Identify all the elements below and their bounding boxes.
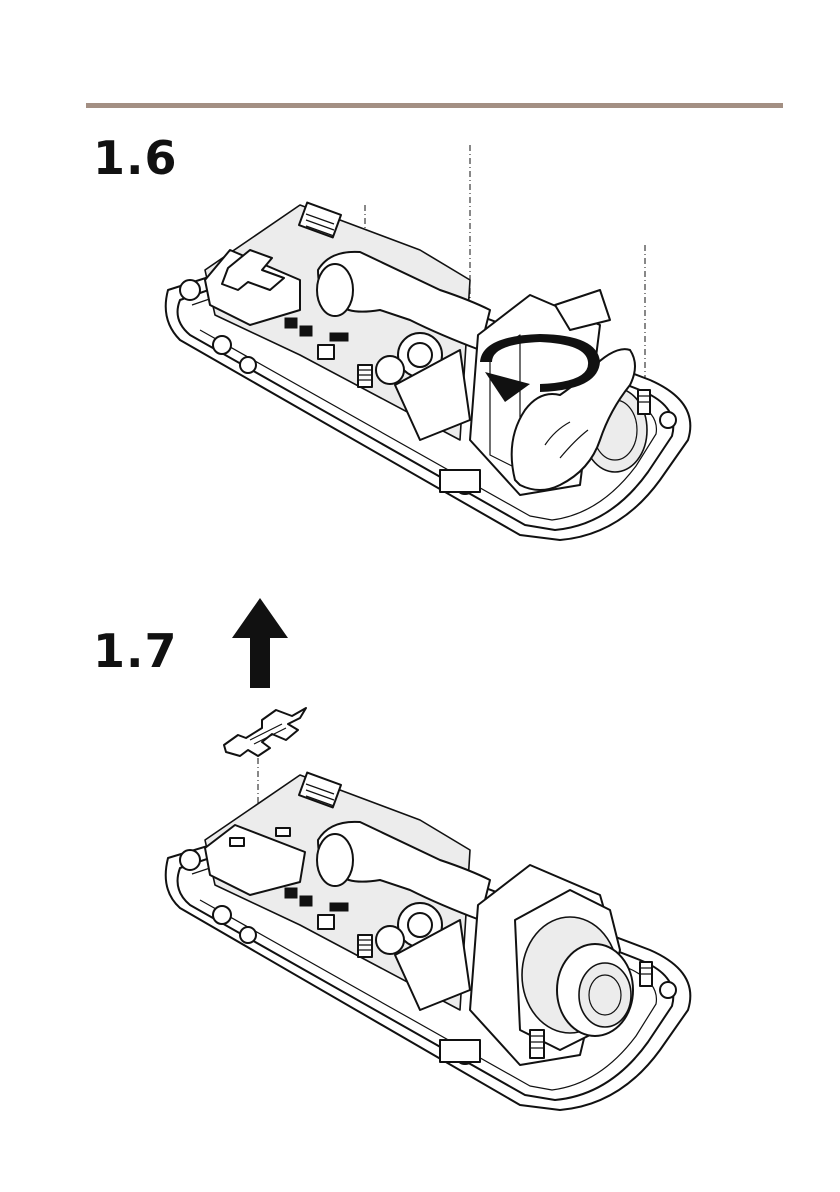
- bracket-icon: [224, 708, 306, 756]
- up-arrow-icon: [232, 598, 288, 688]
- screw-icon: [358, 365, 372, 387]
- step-1-6-illustration: [0, 140, 840, 560]
- camera-housing: [166, 773, 691, 1110]
- step-1-7-illustration: [0, 590, 840, 1150]
- top-rule: [86, 103, 783, 108]
- screw-icon: [638, 390, 650, 414]
